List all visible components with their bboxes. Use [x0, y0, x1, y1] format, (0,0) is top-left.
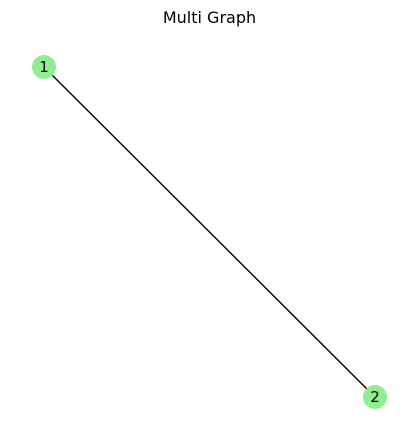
edge-1-2 [43, 66, 376, 398]
node-circle-2 [363, 385, 387, 409]
node-label-2: 2 [370, 388, 380, 406]
node-2: 2 [363, 385, 387, 409]
node-1: 1 [32, 55, 56, 79]
node-circle-1 [32, 55, 56, 79]
node-label-1: 1 [39, 58, 49, 76]
nodes-layer: 12 [32, 55, 387, 409]
edges-layer [43, 66, 376, 398]
graph-title: Multi Graph [162, 8, 257, 27]
